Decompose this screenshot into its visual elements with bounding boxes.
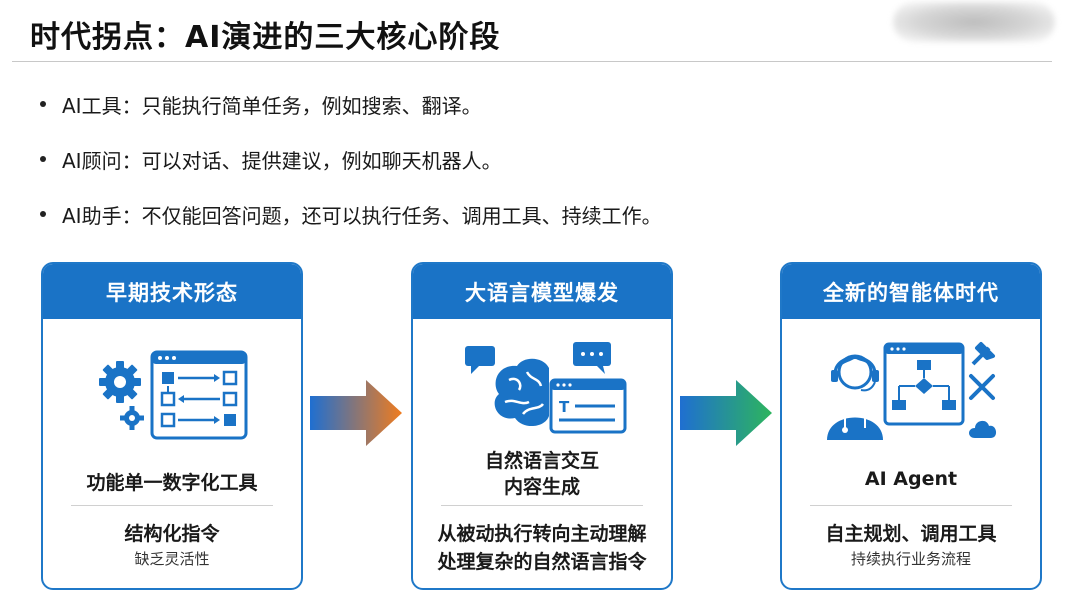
bullet-item: AI顾问：可以对话、提供建议，例如聊天机器人。 — [40, 145, 662, 173]
card-label-line2: 内容生成 — [503, 476, 580, 498]
card-subtitle: 自主规划、调用工具 — [825, 523, 997, 545]
card-subtitle: 结构化指令 — [124, 523, 220, 545]
brain-chat-icon: T — [413, 336, 671, 436]
bullet-dot-icon — [40, 156, 46, 162]
arrow-right-icon — [310, 380, 402, 446]
title-divider — [12, 61, 1052, 62]
agent-flowchart-icon — [782, 340, 1040, 444]
card-subtitle-line1: 从被动执行转向主动理解 — [437, 523, 647, 545]
card-subtitle-line2: 处理复杂的自然语言指令 — [437, 551, 647, 573]
stage-card-llm: 大语言模型爆发 T 自然语言交互 内容生成 从被动执行转向主动理解 处理复杂的自… — [411, 262, 673, 590]
card-divider — [71, 505, 273, 506]
bullet-item: AI工具：只能执行简单任务，例如搜索、翻译。 — [40, 90, 662, 118]
svg-text:T: T — [559, 398, 570, 416]
bullet-dot-icon — [40, 101, 46, 107]
page-title: 时代拐点：AI演进的三大核心阶段 — [30, 20, 501, 55]
card-label: AI Agent — [864, 468, 958, 490]
bullet-list: AI工具：只能执行简单任务，例如搜索、翻译。 AI顾问：可以对话、提供建议，例如… — [40, 90, 662, 255]
bullet-item: AI助手：不仅能回答问题，还可以执行任务、调用工具、持续工作。 — [40, 200, 662, 228]
bullet-text: AI工具：只能执行简单任务，例如搜索、翻译。 — [62, 93, 482, 118]
arrow-right-icon — [680, 380, 772, 446]
gear-workflow-icon — [43, 348, 301, 444]
card-label-line1: 自然语言交互 — [484, 450, 599, 472]
card-note: 持续执行业务流程 — [850, 550, 971, 568]
bullet-text: AI顾问：可以对话、提供建议，例如聊天机器人。 — [62, 148, 502, 173]
card-title: 大语言模型爆发 — [413, 264, 671, 319]
bullet-text: AI助手：不仅能回答问题，还可以执行任务、调用工具、持续工作。 — [62, 203, 662, 228]
card-note: 缺乏灵活性 — [134, 550, 210, 568]
card-divider — [810, 505, 1012, 506]
card-title: 早期技术形态 — [43, 264, 301, 319]
stage-card-agent: 全新的智能体时代 — [780, 262, 1042, 590]
card-title: 全新的智能体时代 — [782, 264, 1040, 319]
card-divider — [441, 505, 643, 506]
stage-card-early: 早期技术形态 — [41, 262, 303, 590]
logo — [893, 2, 1055, 42]
bullet-dot-icon — [40, 211, 46, 217]
card-label: 功能单一数字化工具 — [86, 472, 258, 494]
